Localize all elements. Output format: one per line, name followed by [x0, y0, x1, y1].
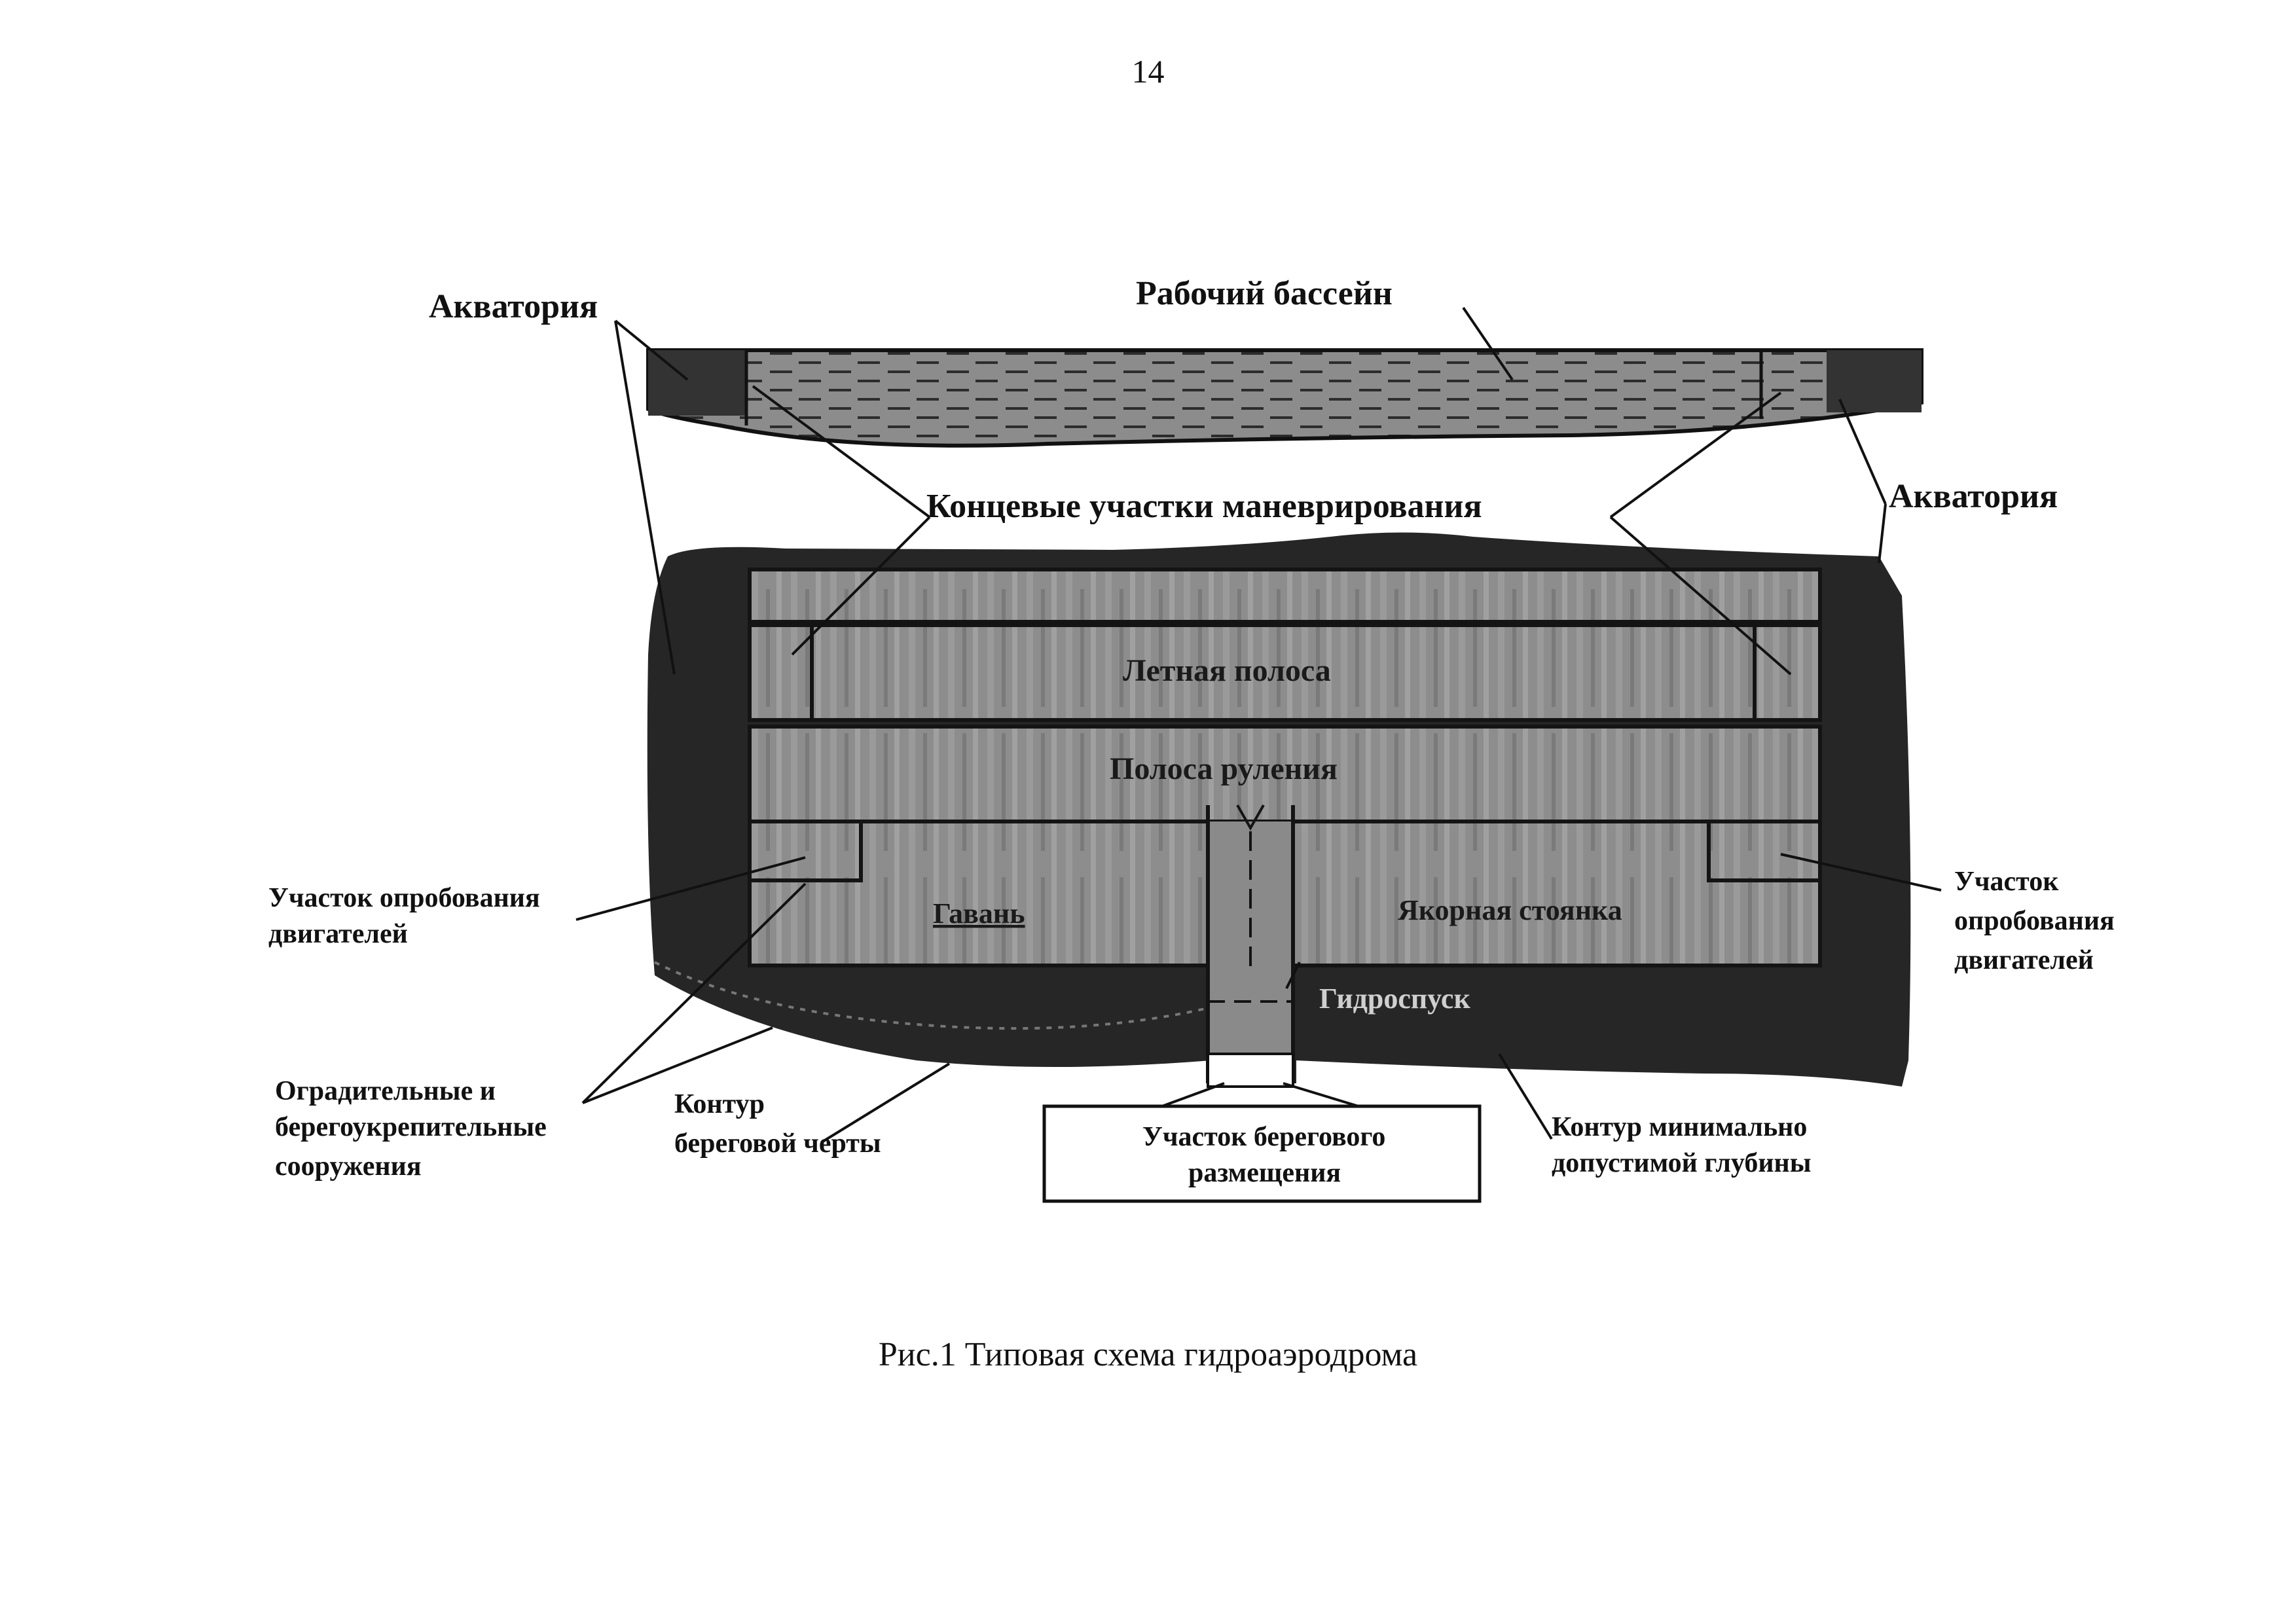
leader-lines: [575, 306, 1942, 1144]
label-kontur-beregovoy-1: Контур: [674, 1089, 765, 1119]
label-gidrospusk: Гидроспуск: [1319, 983, 1470, 1015]
runway: [748, 623, 1822, 722]
label-gavan: Гавань: [933, 897, 1025, 929]
label-ograditelnye-2: берегоукрепительные: [275, 1112, 547, 1142]
label-uchastok-oprob-right-2: опробования: [1954, 906, 2115, 936]
slipway: [1206, 804, 1295, 1083]
label-letnaya-polosa: Летная полоса: [1123, 653, 1331, 688]
label-kontur-min-2: допустимой глубины: [1552, 1148, 1812, 1178]
label-rabochiy-bassein: Рабочий бассейн: [1136, 275, 1393, 312]
anchorage: [1291, 820, 1822, 967]
label-yakornaya-stoyanka: Якорная стоянка: [1398, 894, 1622, 926]
label-uchastok-beregovogo-1: Участок берегового: [1142, 1122, 1385, 1152]
label-uchastok-oprob-left-2: двигателей: [268, 919, 408, 949]
label-uchastok-oprob-right-1: Участок: [1954, 867, 2059, 897]
label-uchastok-beregovogo-2: размещения: [1188, 1158, 1341, 1188]
shore-placement-box: [1042, 1104, 1482, 1203]
label-kontur-beregovoy-2: береговой черты: [674, 1128, 881, 1159]
label-akvatoriya-left: Акватория: [429, 288, 598, 325]
page-number: 14: [1131, 53, 1165, 90]
taxiway: [750, 727, 1820, 821]
label-ograditelnye-3: сооружения: [275, 1151, 422, 1182]
label-akvatoriya-right: Акватория: [1889, 478, 2058, 515]
label-ograditelnye-1: Оградительные и: [275, 1076, 496, 1106]
working-pool: [646, 348, 1923, 448]
label-kontur-min-1: Контур минимально: [1552, 1112, 1807, 1142]
harbour: [748, 820, 1210, 967]
label-uchastok-oprob-left-1: Участок опробования: [268, 883, 540, 913]
figure-caption: Рис.1 Типовая схема гидроаэродрома: [878, 1336, 1418, 1373]
label-polosa-ruleniya: Полоса руления: [1110, 751, 1338, 786]
runway-top-strip: [748, 568, 1822, 624]
label-uchastok-oprob-right-3: двигателей: [1954, 945, 2094, 975]
label-kontsevye-uchastki: Концевые участки маневрирования: [926, 488, 1482, 525]
